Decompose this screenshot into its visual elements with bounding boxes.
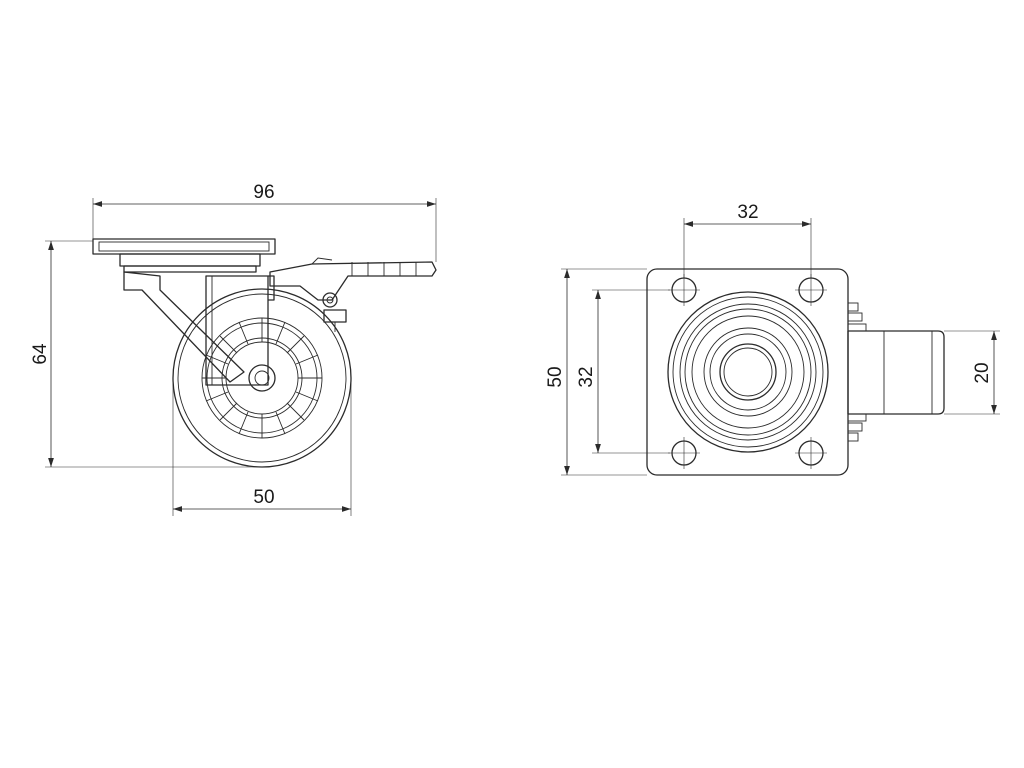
dimension-overall-height: 64 — [30, 240, 262, 468]
axle — [248, 364, 276, 392]
bearing-rings — [667, 291, 829, 453]
wheel-side-profile — [847, 302, 945, 442]
overall-width-label: 96 — [253, 182, 274, 203]
hole-spacing-y-label: 32 — [576, 366, 597, 387]
bolt-holes — [668, 274, 827, 469]
dimension-plate-size: 50 — [545, 268, 647, 476]
mounting-plate — [646, 268, 849, 476]
wheel-diameter-label: 50 — [253, 487, 274, 508]
plate-size-label: 50 — [545, 366, 566, 387]
fork — [123, 271, 275, 386]
dimension-hole-spacing-x: 32 — [683, 202, 812, 278]
brake-lever — [269, 257, 437, 332]
dimension-wheel-width: 20 — [944, 330, 1000, 415]
swivel-bearing — [119, 253, 261, 267]
side-view: 96 64 50 — [30, 182, 437, 516]
dimension-wheel-diameter: 50 — [172, 378, 352, 516]
dimension-hole-spacing-y: 32 — [576, 289, 670, 454]
hole-spacing-x-label: 32 — [737, 202, 758, 223]
top-view: 32 50 32 20 — [545, 202, 1000, 476]
wheel-width-label: 20 — [972, 362, 993, 383]
overall-height-label: 64 — [30, 343, 51, 365]
dimension-overall-width: 96 — [92, 182, 437, 262]
top-plate — [92, 238, 276, 255]
